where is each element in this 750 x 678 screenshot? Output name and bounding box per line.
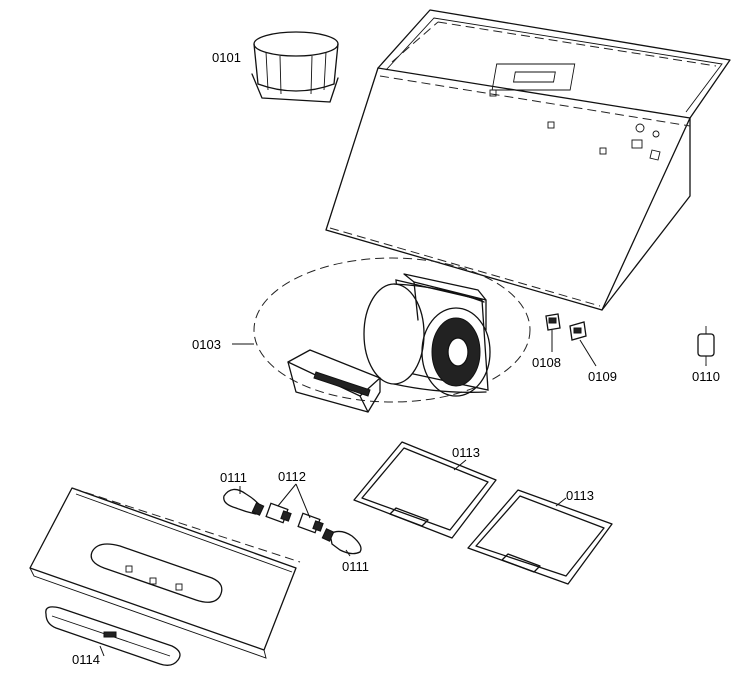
label-0101: 0101 xyxy=(212,50,241,65)
label-0103: 0103 xyxy=(192,337,221,352)
duct-collar-part xyxy=(251,31,339,103)
label-0109: 0109 xyxy=(588,369,617,384)
bottom-pan-part xyxy=(29,487,301,659)
capacitor-part xyxy=(697,326,715,364)
lamp-socket-part-1 xyxy=(265,502,292,524)
hood-body-part xyxy=(325,9,731,311)
label-0113-upper: 0113 xyxy=(452,445,480,460)
light-bulb-part-1 xyxy=(223,488,265,516)
grease-filter-part-1 xyxy=(353,441,497,539)
label-0113-lower: 0113 xyxy=(566,488,594,503)
label-0108: 0108 xyxy=(532,355,561,370)
label-0111-upper: 0111 xyxy=(220,470,247,485)
blower-assembly-part xyxy=(253,257,531,413)
label-0114: 0114 xyxy=(72,652,100,667)
label-0112: 0112 xyxy=(278,469,306,484)
leader-lines xyxy=(99,330,707,657)
light-bulb-part-2 xyxy=(321,528,362,555)
lamp-socket-part-2 xyxy=(297,512,324,534)
switch-part-0109 xyxy=(569,321,587,341)
switch-part-0108 xyxy=(545,313,561,331)
light-lens-part xyxy=(45,606,181,666)
label-0110: 0110 xyxy=(692,369,720,384)
grease-filter-part-2 xyxy=(467,489,613,585)
label-0111-lower: 0111 xyxy=(342,559,369,574)
